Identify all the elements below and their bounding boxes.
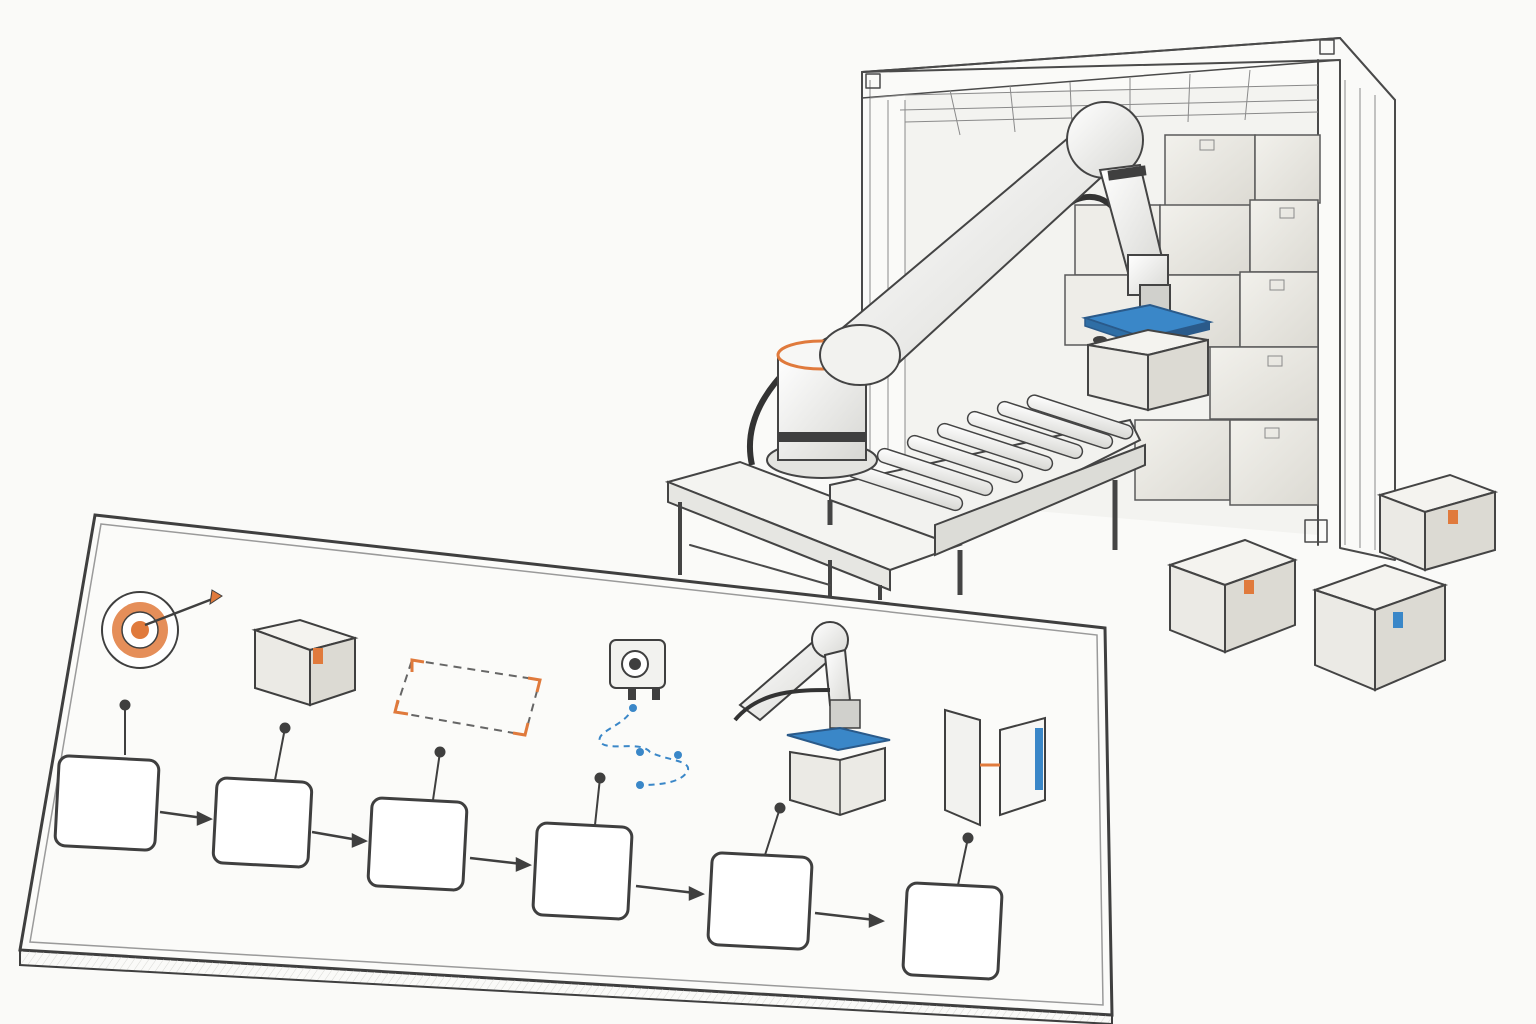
flow-node-5 (706, 802, 814, 951)
roller-conveyor (827, 394, 1146, 595)
loose-boxes (1166, 473, 1499, 692)
robot-base-table (664, 460, 963, 605)
robot-arm (746, 101, 1171, 479)
flow-node-1 (53, 699, 161, 852)
flow-node-3 (366, 746, 469, 892)
floor-box (1166, 538, 1298, 654)
flow-node-4 (531, 772, 634, 921)
stacked-boxes (1064, 134, 1321, 506)
flow-node-6 (901, 832, 1004, 981)
flow-arrow-2-3 (311, 830, 369, 848)
floor-box (1376, 473, 1499, 572)
flow-arrow-5-6 (814, 911, 886, 928)
flow-arrows (159, 810, 886, 928)
placement-area-icon (393, 658, 542, 737)
container-door-icon (944, 708, 1046, 827)
floor-box (1311, 563, 1449, 692)
package-box-icon (251, 618, 359, 707)
robot-arm-vacuum-gripper-icon (733, 621, 891, 817)
flow-nodes (53, 699, 1004, 981)
workflow-panel (18, 513, 1114, 1024)
held-box (1087, 328, 1209, 412)
flow-node-2 (211, 722, 314, 869)
vision-camera-path-icon (598, 639, 689, 789)
flow-arrow-4-5 (635, 884, 706, 901)
flow-arrow-1-2 (159, 810, 214, 826)
flow-arrow-3-4 (469, 856, 533, 872)
target-icon (101, 589, 223, 669)
